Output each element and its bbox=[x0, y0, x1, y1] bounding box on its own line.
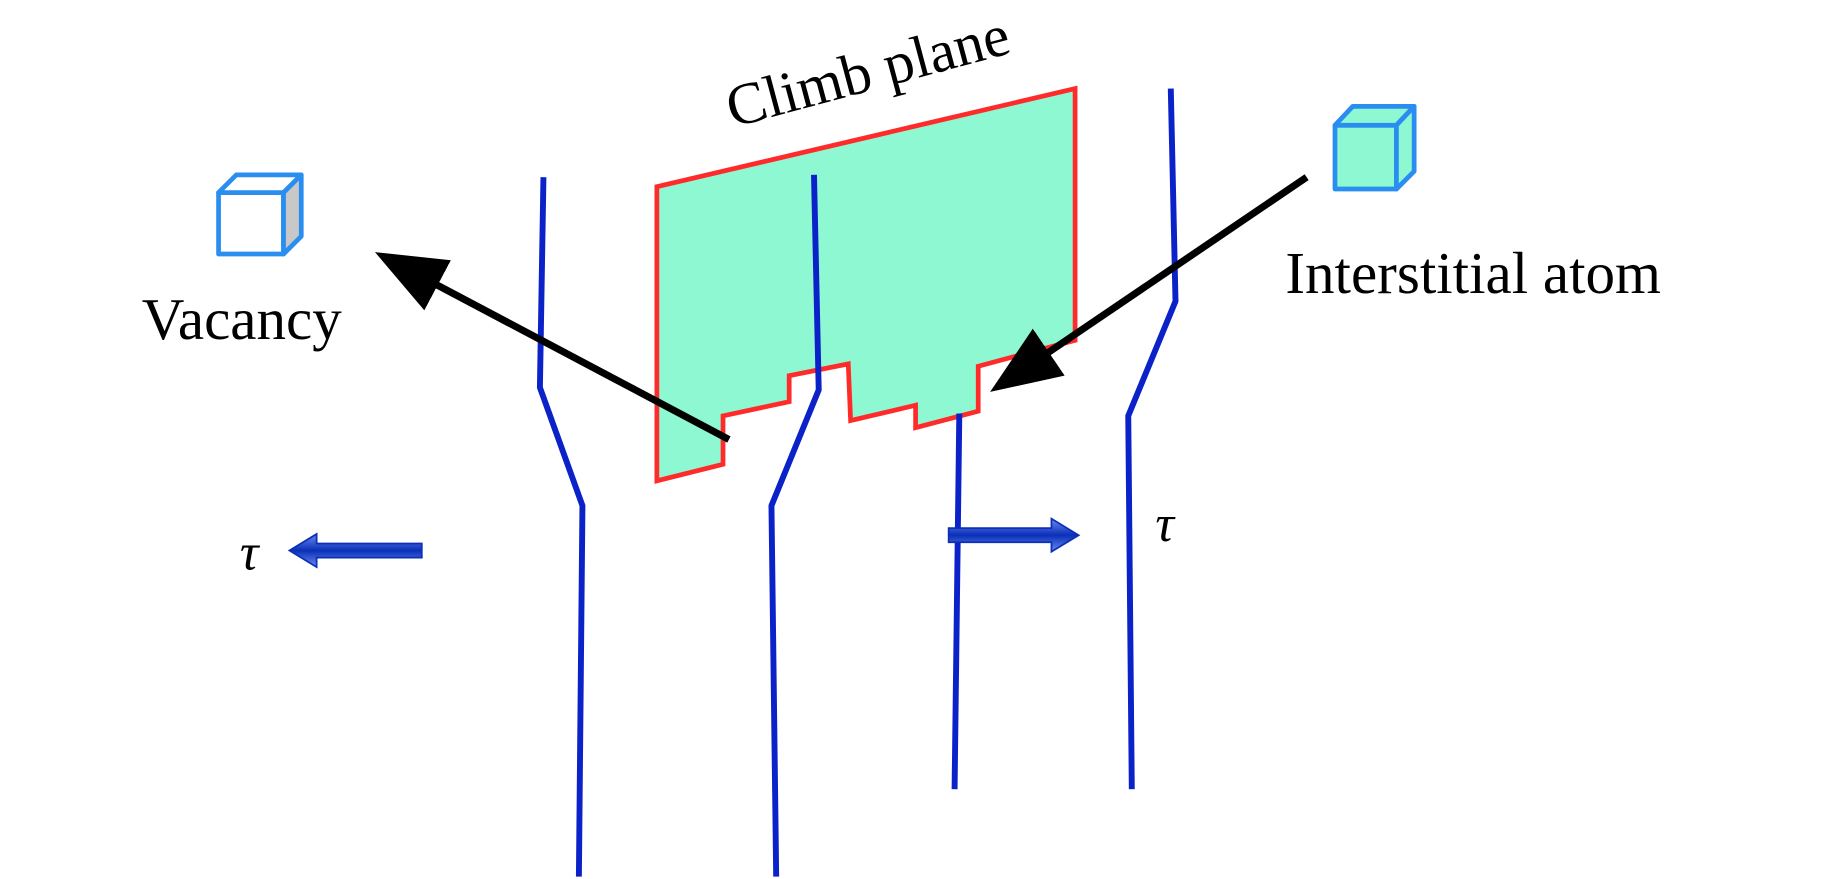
tau-right-label: τ bbox=[1155, 496, 1176, 553]
dislocation-line-2 bbox=[768, 174, 822, 877]
tau-left-label: τ bbox=[240, 524, 261, 581]
interstitial-atom-label: Interstitial atom bbox=[1285, 240, 1661, 306]
stress-arrow-left bbox=[287, 532, 423, 569]
vacancy-arrow bbox=[374, 252, 731, 443]
dislocation-line-4 bbox=[1125, 88, 1179, 790]
interstitial-arrow bbox=[990, 174, 1309, 392]
interstitial-cube-icon bbox=[1332, 103, 1417, 192]
climb-plane bbox=[654, 85, 1078, 484]
stress-arrow-right bbox=[947, 517, 1081, 554]
vacancy-cube-icon bbox=[216, 172, 304, 257]
vacancy-label: Vacancy bbox=[142, 286, 342, 352]
dislocation-line-3 bbox=[951, 413, 963, 790]
dislocation-line-1 bbox=[536, 177, 586, 877]
